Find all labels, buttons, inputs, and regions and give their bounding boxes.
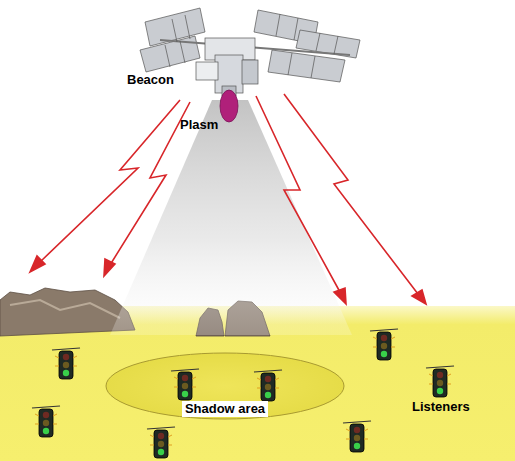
shadow-area-region: Shadow area	[105, 352, 345, 420]
rock-detail	[10, 300, 120, 318]
region-label: Shadow area	[182, 401, 268, 417]
beacon-signals	[30, 94, 426, 304]
traffic-light-listeners	[32, 329, 454, 458]
part-label: Plasm	[180, 117, 218, 133]
plasma-cone	[110, 100, 352, 335]
listeners-in-shadow	[171, 369, 282, 401]
part-label: Beacon	[127, 72, 174, 88]
shadow-ellipse-outline	[106, 353, 344, 419]
plasma-cloud	[220, 90, 238, 122]
part-label: Listeners	[412, 399, 470, 415]
